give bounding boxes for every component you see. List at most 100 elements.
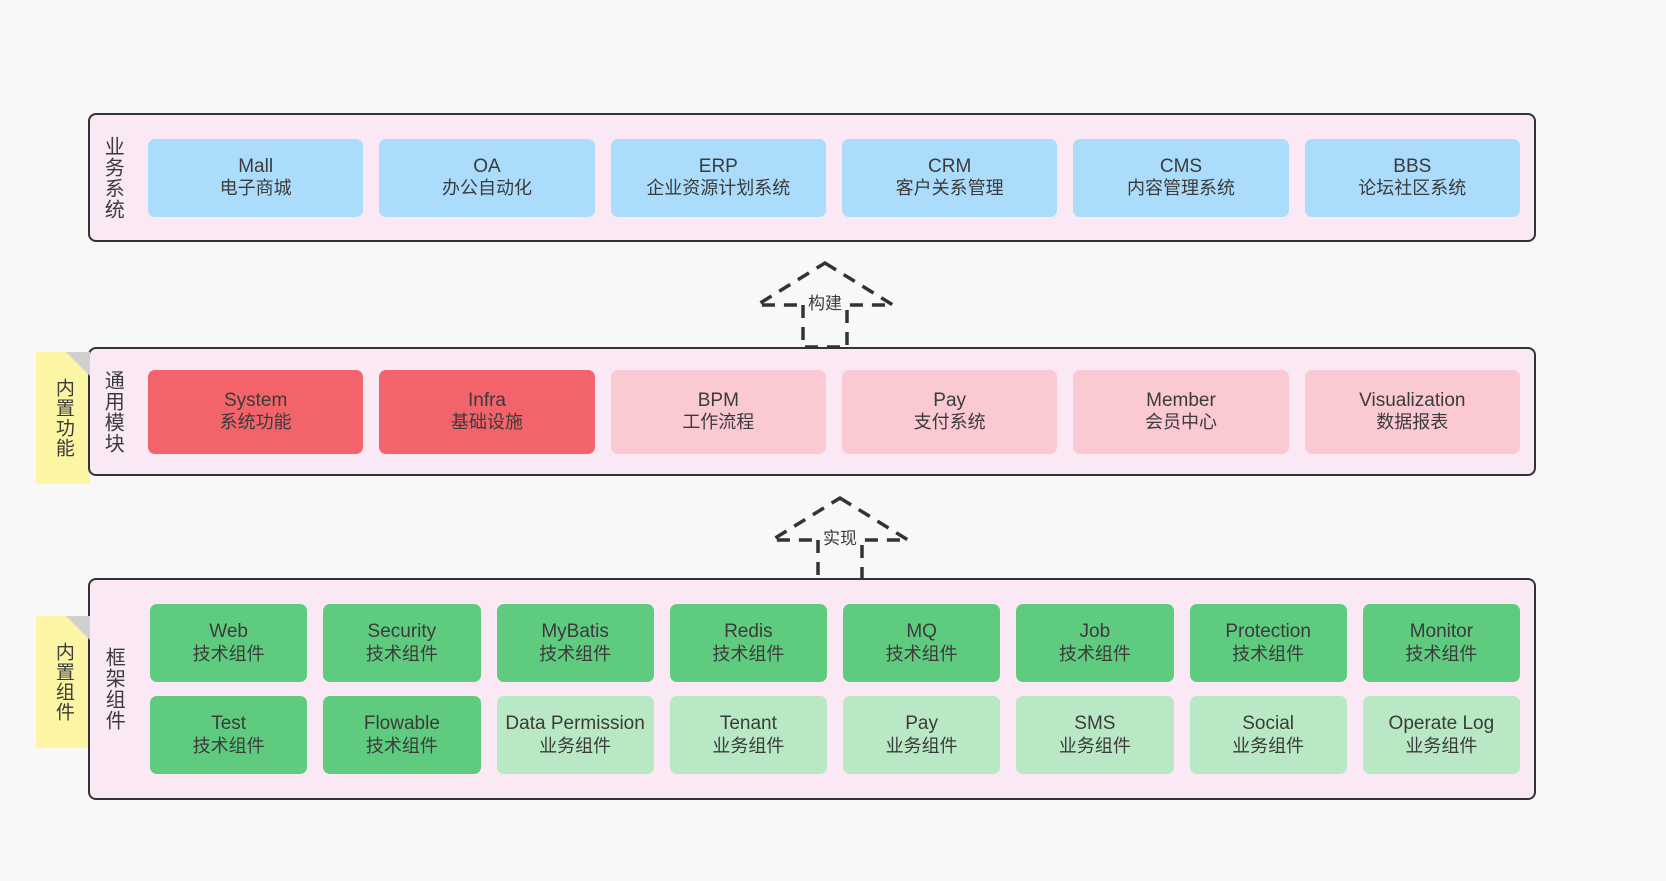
folded-corner-icon [66, 352, 90, 376]
card-title: Redis [724, 621, 773, 643]
card-subtitle: 技术组件 [365, 643, 438, 664]
card-subtitle: 基础设施 [450, 412, 523, 433]
card-title: SMS [1074, 713, 1116, 735]
card-subtitle: 业务组件 [1232, 735, 1305, 756]
framework-card-mq[interactable]: MQ 技术组件 [843, 604, 1001, 682]
card-subtitle: 技术组件 [1405, 643, 1478, 664]
card-title: System [223, 389, 288, 411]
card-title: Protection [1225, 621, 1311, 643]
folded-corner-icon [66, 616, 90, 640]
module-layer-title: 通用模块 [101, 369, 124, 454]
framework-card-social[interactable]: Social 业务组件 [1189, 696, 1347, 774]
card-title: Tenant [719, 713, 777, 735]
card-subtitle: 技术组件 [365, 735, 438, 756]
business-card-crm[interactable]: CRM 客户关系管理 [841, 138, 1058, 217]
framework-card-row-1: Web 技术组件 Security 技术组件 MyBatis 技术组件 Redi… [150, 604, 1520, 682]
module-card-visualization[interactable]: Visualization 数据报表 [1304, 369, 1520, 454]
framework-card-security[interactable]: Security 技术组件 [323, 604, 481, 682]
card-title: Mall [238, 155, 274, 177]
framework-card-mybatis[interactable]: MyBatis 技术组件 [496, 604, 654, 682]
card-subtitle: 技术组件 [885, 643, 958, 664]
framework-card-flowable[interactable]: Flowable 技术组件 [323, 696, 481, 774]
card-subtitle: 技术组件 [539, 643, 612, 664]
relation-implement-label: 实现 [820, 524, 860, 549]
card-subtitle: 技术组件 [1058, 643, 1131, 664]
sticky-note-builtin-function: 内置功能 [36, 352, 90, 484]
sticky-note-text: 内置组件 [52, 642, 74, 722]
card-subtitle: 支付系统 [913, 412, 986, 433]
business-system-layer: 业务系统 Mall 电子商城 OA 办公自动化 ERP 企业资源计划系统 CRM… [88, 113, 1536, 242]
card-title: Data Permission [505, 713, 645, 735]
card-title: CMS [1159, 155, 1203, 177]
framework-card-job[interactable]: Job 技术组件 [1016, 604, 1174, 682]
relation-build-label: 构建 [805, 289, 845, 314]
card-subtitle: 办公自动化 [441, 178, 532, 199]
module-card-pay[interactable]: Pay 支付系统 [841, 369, 1058, 454]
card-title: CRM [928, 155, 972, 177]
card-subtitle: 客户关系管理 [895, 178, 1004, 199]
framework-card-pay[interactable]: Pay 业务组件 [843, 696, 1001, 774]
framework-card-redis[interactable]: Redis 技术组件 [669, 604, 827, 682]
framework-component-layer: 框架组件 Web 技术组件 Security 技术组件 MyBatis 技术组件… [88, 578, 1536, 800]
module-layer-body: System 系统功能 Infra 基础设施 BPM 工作流程 Pay 支付系统… [134, 349, 1534, 474]
common-module-layer: 通用模块 System 系统功能 Infra 基础设施 BPM 工作流程 Pay… [88, 347, 1536, 476]
card-title: BPM [697, 389, 739, 411]
framework-card-tenant[interactable]: Tenant 业务组件 [669, 696, 827, 774]
business-card-erp[interactable]: ERP 企业资源计划系统 [610, 138, 826, 217]
sticky-note-text: 内置功能 [52, 378, 74, 458]
business-card-bbs[interactable]: BBS 论坛社区系统 [1304, 138, 1520, 217]
card-title: Infra [467, 389, 506, 411]
framework-card-operate-log[interactable]: Operate Log 业务组件 [1362, 696, 1520, 774]
card-title: Social [1242, 713, 1294, 735]
card-title: Web [209, 621, 248, 643]
card-subtitle: 内容管理系统 [1126, 178, 1235, 199]
module-card-bpm[interactable]: BPM 工作流程 [610, 369, 826, 454]
framework-layer-title: 框架组件 [102, 647, 125, 731]
business-layer-body: Mall 电子商城 OA 办公自动化 ERP 企业资源计划系统 CRM 客户关系… [134, 115, 1534, 240]
relation-implement: 实现 [760, 490, 920, 585]
business-card-mall[interactable]: Mall 电子商城 [148, 138, 364, 217]
framework-card-row-2: Test 技术组件 Flowable 技术组件 Data Permission … [150, 696, 1520, 774]
card-title: Pay [933, 389, 967, 411]
framework-card-web[interactable]: Web 技术组件 [150, 604, 308, 682]
card-subtitle: 企业资源计划系统 [646, 178, 791, 199]
card-subtitle: 业务组件 [712, 735, 785, 756]
card-title: Job [1079, 621, 1111, 643]
card-title: ERP [698, 155, 738, 177]
card-subtitle: 电子商城 [219, 178, 292, 199]
card-subtitle: 论坛社区系统 [1358, 178, 1467, 199]
module-card-member[interactable]: Member 会员中心 [1073, 369, 1289, 454]
card-title: MyBatis [541, 621, 609, 643]
framework-layer-body: Web 技术组件 Security 技术组件 MyBatis 技术组件 Redi… [136, 580, 1534, 798]
sticky-note-builtin-component: 内置组件 [36, 616, 90, 748]
card-subtitle: 业务组件 [1405, 735, 1478, 756]
business-card-row: Mall 电子商城 OA 办公自动化 ERP 企业资源计划系统 CRM 客户关系… [148, 138, 1520, 217]
business-card-cms[interactable]: CMS 内容管理系统 [1073, 138, 1289, 217]
business-card-oa[interactable]: OA 办公自动化 [379, 138, 595, 217]
framework-card-monitor[interactable]: Monitor 技术组件 [1362, 604, 1520, 682]
framework-card-sms[interactable]: SMS 业务组件 [1016, 696, 1174, 774]
framework-card-protection[interactable]: Protection 技术组件 [1189, 604, 1347, 682]
card-subtitle: 业务组件 [1058, 735, 1131, 756]
card-subtitle: 系统功能 [219, 412, 292, 433]
card-title: OA [473, 155, 501, 177]
framework-card-data-permission[interactable]: Data Permission 业务组件 [496, 696, 654, 774]
card-title: Security [367, 621, 437, 643]
card-subtitle: 业务组件 [885, 735, 958, 756]
module-card-system[interactable]: System 系统功能 [148, 369, 364, 454]
module-card-infra[interactable]: Infra 基础设施 [379, 369, 595, 454]
card-title: Visualization [1359, 389, 1466, 411]
card-title: Member [1146, 389, 1216, 411]
card-title: BBS [1393, 155, 1432, 177]
card-subtitle: 工作流程 [682, 412, 755, 433]
card-title: Monitor [1409, 621, 1474, 643]
card-subtitle: 会员中心 [1144, 412, 1217, 433]
card-subtitle: 技术组件 [192, 735, 265, 756]
card-title: Test [211, 713, 247, 735]
card-title: Flowable [363, 713, 440, 735]
card-subtitle: 数据报表 [1376, 412, 1449, 433]
card-subtitle: 技术组件 [1232, 643, 1305, 664]
module-card-row: System 系统功能 Infra 基础设施 BPM 工作流程 Pay 支付系统… [148, 369, 1520, 454]
framework-card-test[interactable]: Test 技术组件 [150, 696, 308, 774]
